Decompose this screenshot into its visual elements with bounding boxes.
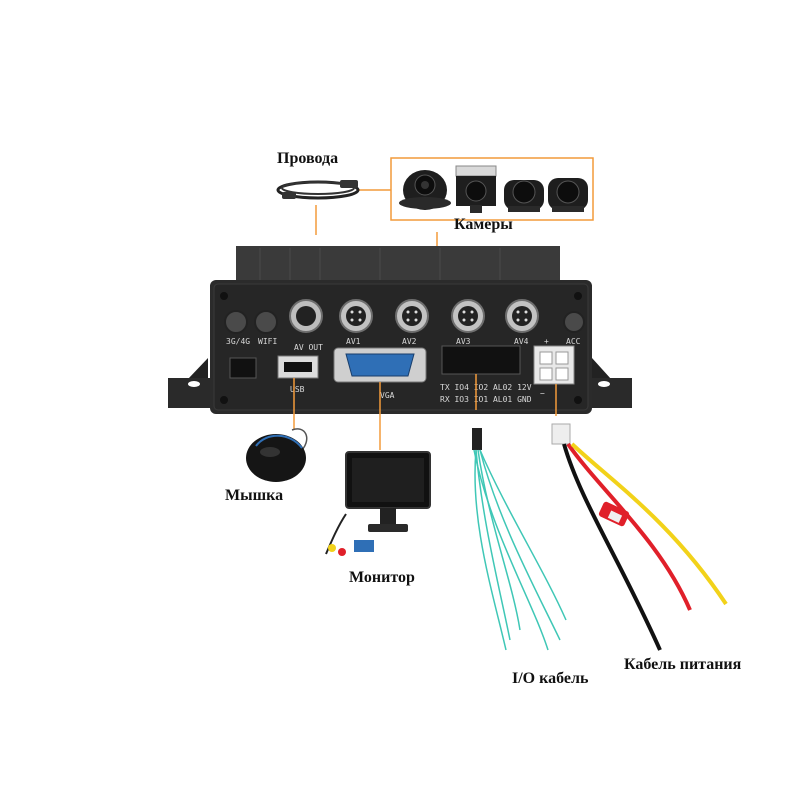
callout-mouse: Мышка [225,487,284,504]
wifi-port [254,310,278,334]
side-camera-icon [504,180,544,212]
label-usb: USB [290,385,305,394]
callout-wires: Провода [277,150,339,167]
monitor-icon [325,451,431,556]
av3-port [451,299,485,333]
label-3g4g: 3G/4G [226,337,250,346]
callout-cameras: Камеры [454,216,513,233]
power-port [533,345,575,385]
callout-io-cable: I/O кабель [512,670,589,687]
box-camera-icon [455,165,497,213]
label-minus: − [540,389,545,398]
side-camera-2-icon [548,178,588,212]
extra-antenna-port [563,311,585,333]
av1-port [339,299,373,333]
label-vga: VGA [380,391,395,400]
wire-coil-icon [276,180,360,200]
label-av1: AV1 [346,337,361,346]
label-plus: + [544,337,549,346]
mouse-icon [246,428,308,482]
av4-port [505,299,539,333]
label-io-row2: RX IO3 IO1 AL01 GND [440,395,532,404]
vga-port [333,347,427,383]
callout-monitor: Монитор [349,569,415,586]
io-port [441,345,521,375]
label-wifi: WIFI [258,337,277,346]
label-av-out: AV OUT [294,343,323,352]
network-port [229,357,257,379]
label-av2: AV2 [402,337,417,346]
callout-power-cable: Кабель питания [624,656,742,673]
power-cable-icon [551,423,728,651]
label-av4: AV4 [514,337,529,346]
io-cable-icon [472,428,567,651]
label-acc: ACC [566,337,581,346]
label-av3: AV3 [456,337,471,346]
av2-port [395,299,429,333]
dome-camera-icon [399,170,451,210]
3g4g-port [224,310,248,334]
label-io-row1: TX IO4 IO2 AL02 12V [440,383,532,392]
